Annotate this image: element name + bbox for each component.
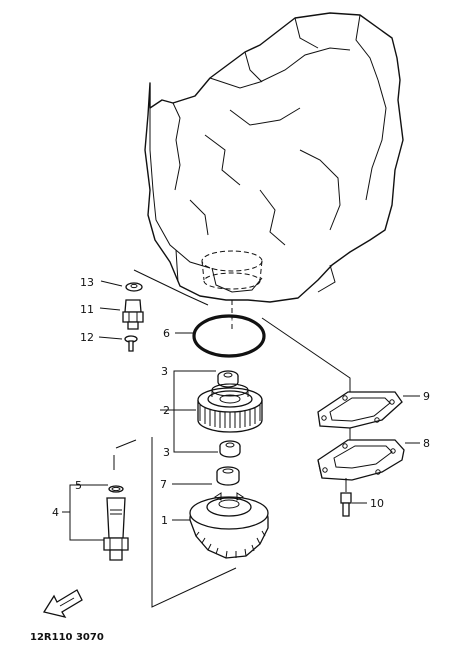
guide-line-cover — [261, 317, 351, 392]
label-part-1: 1 — [161, 514, 168, 527]
guide-line-13 — [133, 269, 209, 306]
gear-2 — [197, 383, 263, 433]
bolt-10 — [340, 492, 352, 517]
bracket-2-3 — [173, 370, 218, 453]
label-part-3-upper: 3 — [161, 365, 168, 378]
label-part-13: 13 — [80, 276, 94, 289]
collar-7 — [216, 466, 240, 486]
bushing-3-upper — [217, 370, 239, 388]
crankcase-outline — [144, 12, 404, 303]
washer-13 — [125, 282, 143, 292]
label-part-7: 7 — [160, 478, 167, 491]
front-direction-arrow-icon — [42, 589, 83, 618]
label-part-3-lower: 3 — [163, 446, 170, 459]
label-part-4: 4 — [52, 506, 59, 519]
bracket-frame-lower — [151, 437, 237, 608]
shaft-assembly-4 — [103, 439, 137, 561]
label-part-2: 2 — [163, 404, 170, 417]
gasket-9 — [317, 391, 403, 429]
bushing-3-lower — [219, 440, 241, 458]
pump-gear-1 — [189, 492, 269, 559]
label-part-12: 12 — [80, 331, 94, 344]
cover-8 — [317, 439, 405, 481]
label-part-8: 8 — [423, 437, 430, 450]
screw-12 — [124, 335, 138, 352]
label-part-9: 9 — [423, 390, 430, 403]
bracket-4-5 — [62, 484, 108, 541]
plug-bolt-11 — [122, 299, 144, 330]
diagram-code: 12R110 3070 — [30, 632, 104, 643]
label-part-10: 10 — [370, 497, 384, 510]
label-part-5: 5 — [75, 479, 82, 492]
o-ring-6 — [192, 314, 266, 358]
label-part-6: 6 — [163, 327, 170, 340]
label-part-11: 11 — [80, 303, 94, 316]
